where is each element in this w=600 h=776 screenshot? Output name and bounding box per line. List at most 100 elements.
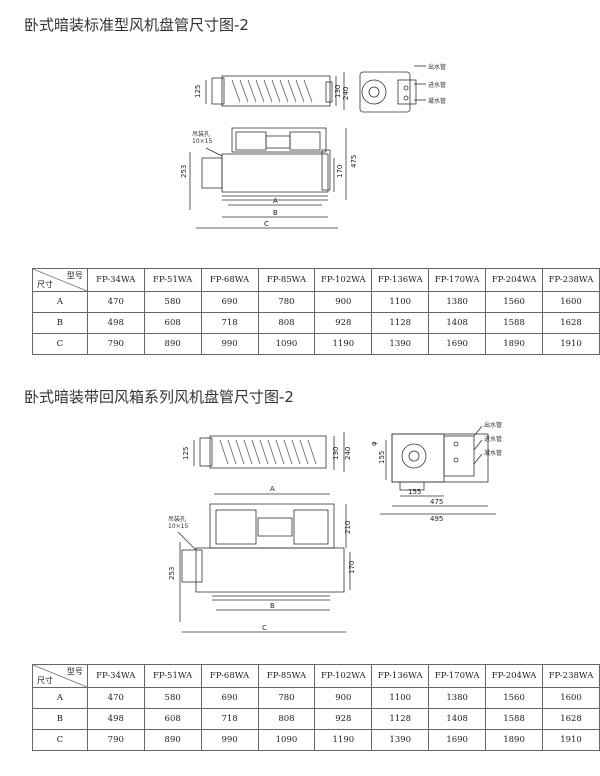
s1-pipe-in: 进水管 [428, 81, 446, 89]
table-cell: 1190 [314, 333, 373, 355]
s1-dim-170: 170 [336, 165, 344, 178]
table-cell: 1090 [257, 729, 316, 751]
table-cell: 718 [200, 312, 259, 334]
s1-dim-a: A [273, 197, 278, 205]
s2-dim-170: 170 [348, 561, 356, 574]
table-cell: 1408 [428, 312, 487, 334]
table-cell: 470 [86, 687, 145, 709]
column-header: FP-204WA [485, 664, 544, 688]
table-cell: 1690 [428, 333, 487, 355]
s1-dim-475: 475 [350, 155, 358, 168]
table-cell: 900 [314, 291, 373, 313]
row-label: B [32, 708, 88, 730]
column-header: FP-170WA [428, 664, 487, 688]
table-cell: 808 [257, 708, 316, 730]
table-cell: 1100 [371, 291, 430, 313]
end-view [359, 65, 426, 113]
table-cell: 990 [200, 729, 259, 751]
s2-dim-155-h: 155 [408, 488, 421, 496]
table-cell: 1910 [542, 333, 600, 355]
table-cell: 1380 [428, 687, 487, 709]
s2-dim-240: 240 [344, 447, 352, 460]
s2-hole-size: 10×15 [168, 523, 188, 530]
section2-drawing: 125 130 240 出水管 进水管 凝水管 155 φ 155 475 49… [0, 400, 600, 650]
column-header: FP-51WA [143, 664, 202, 688]
table-cell: 1910 [542, 729, 600, 751]
table-cell: 1690 [428, 729, 487, 751]
table-cell: 498 [86, 708, 145, 730]
table-cell: 1560 [485, 291, 544, 313]
column-header: FP-68WA [200, 664, 259, 688]
table-cell: 1390 [371, 333, 430, 355]
table-cell: 1890 [485, 729, 544, 751]
section1-title: 卧式暗装标准型风机盘管尺寸图-2 [24, 16, 249, 34]
table-cell: 1390 [371, 729, 430, 751]
table-cell: 470 [86, 291, 145, 313]
side-view [205, 72, 345, 110]
table-cell: 580 [143, 687, 202, 709]
table-cell: 1628 [542, 312, 600, 334]
table-cell: 1890 [485, 333, 544, 355]
table-cell: 1588 [485, 708, 544, 730]
table-cell: 718 [200, 708, 259, 730]
table-cell: 780 [257, 687, 316, 709]
s1-dim-c: C [264, 220, 269, 228]
end-view [380, 425, 496, 515]
row-label: C [32, 333, 88, 355]
table-cell: 890 [143, 333, 202, 355]
table-cell: 1628 [542, 708, 600, 730]
plan-view [181, 493, 345, 601]
s1-dim-240: 240 [342, 87, 350, 100]
s2-dim-a: A [270, 485, 275, 493]
s1-dim-130: 130 [334, 85, 342, 98]
column-header: FP-34WA [86, 664, 145, 688]
corner-size-label: 尺寸 [37, 676, 53, 685]
s1-pipe-drain: 凝水管 [428, 97, 446, 105]
column-header: FP-85WA [257, 268, 316, 292]
column-header: FP-170WA [428, 268, 487, 292]
s1-dim-b: B [273, 209, 278, 217]
table-cell: 608 [143, 312, 202, 334]
table-cell: 1600 [542, 291, 600, 313]
table-cell: 1128 [371, 312, 430, 334]
column-header: FP-136WA [371, 664, 430, 688]
table-cell: 1128 [371, 708, 430, 730]
table-cell: 990 [200, 333, 259, 355]
table-cell: 790 [86, 333, 145, 355]
table-cell: 498 [86, 312, 145, 334]
table-cell: 1408 [428, 708, 487, 730]
table-cell: 608 [143, 708, 202, 730]
s2-dim-253: 253 [168, 567, 176, 580]
column-header: FP-204WA [485, 268, 544, 292]
column-header: FP-136WA [371, 268, 430, 292]
s2-dim-c: C [262, 624, 267, 632]
column-header: FP-102WA [314, 664, 373, 688]
side-view [193, 432, 345, 472]
column-header: FP-85WA [257, 664, 316, 688]
table-cell: 780 [257, 291, 316, 313]
table-cell: 890 [143, 729, 202, 751]
column-header: FP-102WA [314, 268, 373, 292]
plan-view [201, 127, 331, 201]
table-cell: 690 [200, 291, 259, 313]
row-label: C [32, 729, 88, 751]
corner-model-label: 型号 [66, 271, 83, 280]
s2-dim-130: 130 [332, 447, 340, 460]
table-cell: 1090 [257, 333, 316, 355]
column-header: FP-51WA [143, 268, 202, 292]
table-cell: 1588 [485, 312, 544, 334]
table-cell: 1560 [485, 687, 544, 709]
s2-dim-475: 475 [430, 498, 443, 506]
table-corner-cell: 型号 尺寸 [32, 268, 88, 292]
s2-pipe-drain: 凝水管 [484, 449, 502, 457]
s2-dim-210: 210 [344, 521, 352, 534]
table-cell: 808 [257, 312, 316, 334]
table-cell: 580 [143, 291, 202, 313]
s2-pipe-in: 进水管 [484, 435, 502, 443]
